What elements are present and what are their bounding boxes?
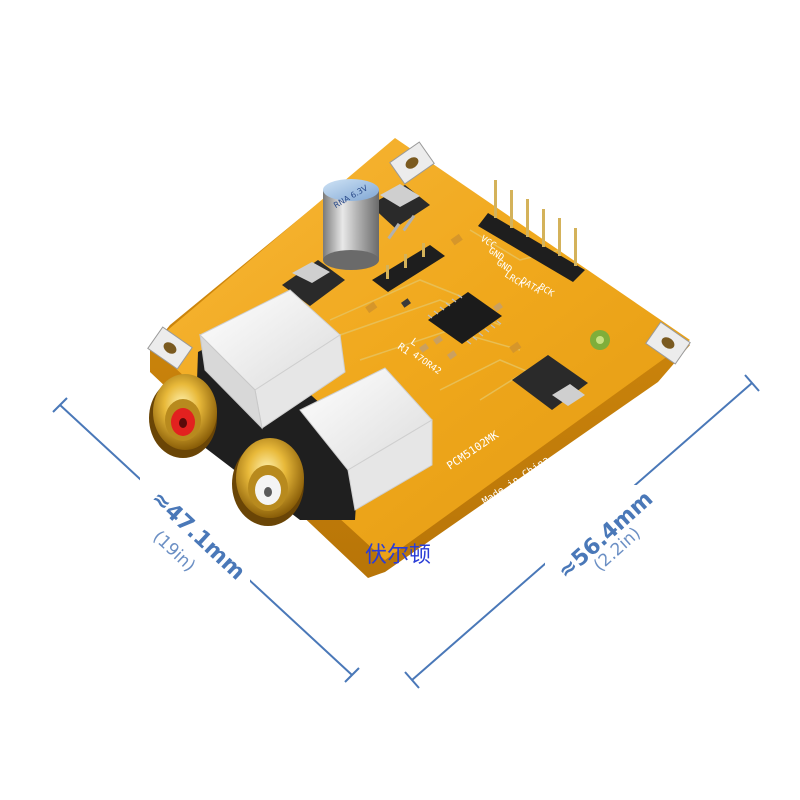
ref-label-l: L xyxy=(408,336,419,348)
rca-jack-red xyxy=(149,374,217,458)
watermark: 伏尔顿 xyxy=(365,543,431,568)
pin-header xyxy=(478,180,585,282)
rca-jack-white xyxy=(232,438,304,526)
voltage-regulator-right xyxy=(512,355,588,410)
smd-components xyxy=(365,233,522,360)
mounting-holes xyxy=(147,141,691,370)
electrolytic-capacitor: RNA 6.3V xyxy=(323,179,379,270)
voltage-regulator-top xyxy=(370,184,430,240)
width-dimension: ≈47.1mm (19in) xyxy=(52,397,360,683)
rca-connector-block xyxy=(195,289,433,520)
test-pad xyxy=(590,330,610,350)
voltage-regulator-left xyxy=(282,260,345,306)
dac-chip xyxy=(427,292,502,345)
length-dimension: ≈56.4mm (2.2in) xyxy=(404,374,760,689)
jumper-header xyxy=(372,243,445,292)
